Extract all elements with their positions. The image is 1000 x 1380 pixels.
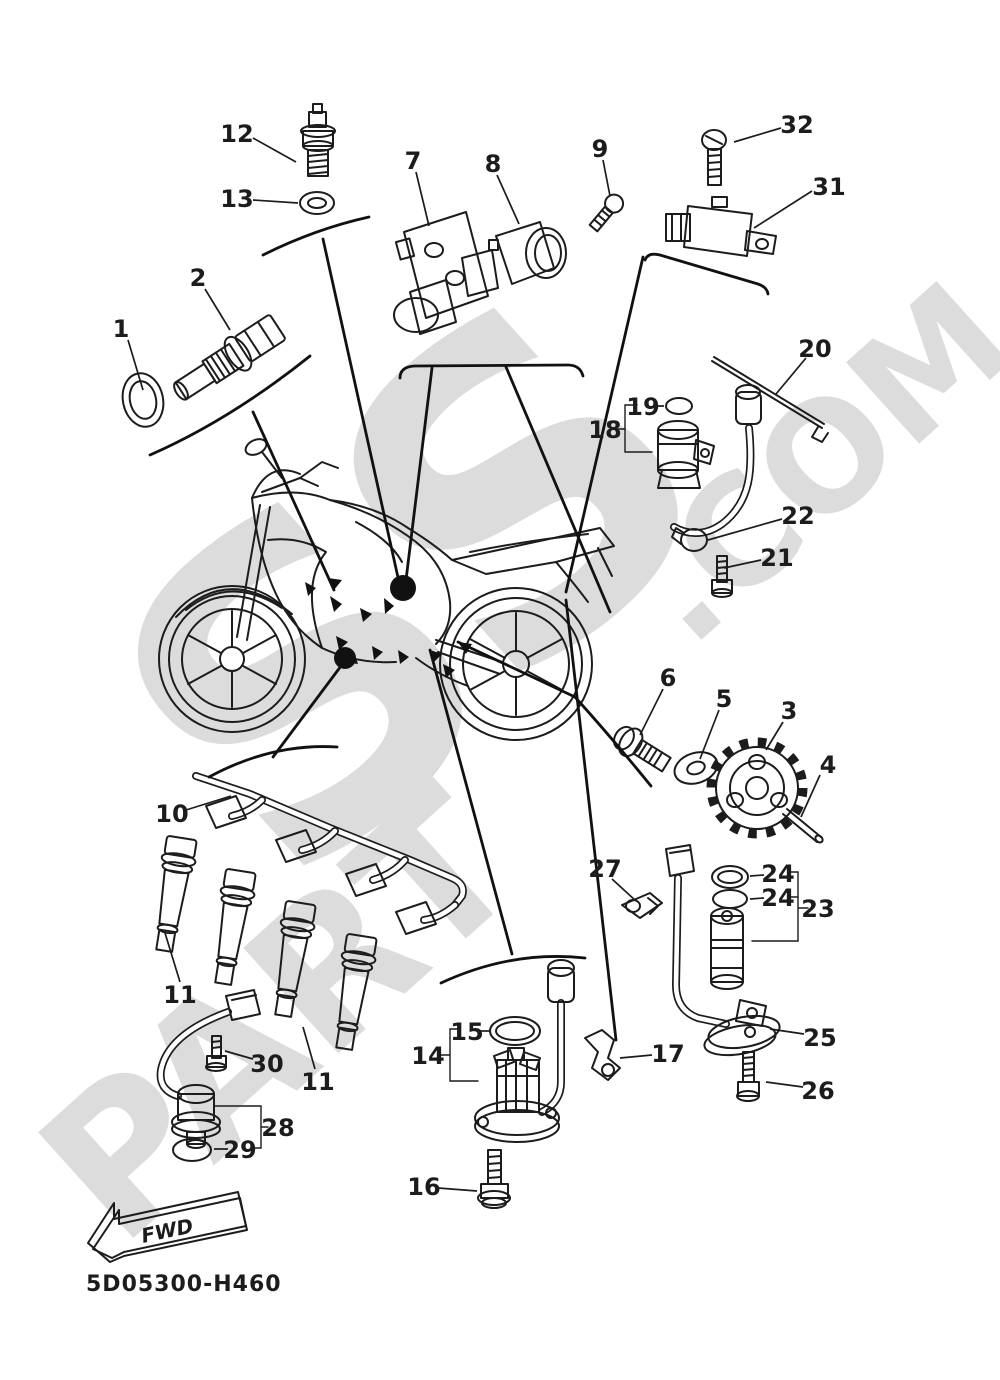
callout-leader-11 <box>302 1026 316 1070</box>
callout-leader-3 <box>765 721 784 751</box>
callout-number-21: 21 <box>760 544 793 572</box>
part-code: 5D05300-H460 <box>86 1272 282 1297</box>
fwd-marker: FWD <box>87 1191 248 1263</box>
callout-leader-31 <box>753 190 813 229</box>
callout-leader-6 <box>639 688 664 736</box>
part-13-washer <box>299 191 335 215</box>
callout-number-17: 17 <box>651 1040 684 1068</box>
callout-leader-20 <box>775 357 807 395</box>
callout-number-5: 5 <box>716 685 733 713</box>
callout-leader-24 <box>749 897 765 900</box>
callout-leader-12 <box>252 137 297 163</box>
part-12-temp-sensor <box>300 103 336 177</box>
part-24-oring-a <box>711 865 749 889</box>
part-4-pin <box>782 808 824 844</box>
callout-leader-32 <box>733 127 782 143</box>
part-26-bolt <box>736 1051 760 1102</box>
callout-leader-8 <box>496 174 520 225</box>
callout-number-2: 2 <box>190 264 207 292</box>
callout-leader-13 <box>252 199 299 204</box>
part-22-clamp <box>671 527 708 552</box>
callout-leader-1 <box>127 339 144 391</box>
callout-leader-16 <box>437 1187 478 1192</box>
callout-number-26: 26 <box>801 1077 834 1105</box>
part-17-clamp <box>584 1029 621 1081</box>
part-19-oring <box>665 397 693 415</box>
part-29-oring <box>172 1138 212 1162</box>
callout-leader-10 <box>185 795 232 811</box>
callout-number-24: 24 <box>761 860 794 888</box>
callout-number-9: 9 <box>592 135 609 163</box>
part-11-ignition-coils <box>155 835 378 1051</box>
callout-number-13: 13 <box>220 185 253 213</box>
part-23-speed-sensor-assembly <box>665 844 767 1028</box>
part-6-flange-bolt <box>613 725 672 773</box>
callout-number-28: 28 <box>261 1114 294 1142</box>
part-1-oring <box>121 372 165 428</box>
callout-number-29: 29 <box>223 1136 256 1164</box>
part-7-bracket-assembly <box>393 211 499 335</box>
part-9-screw <box>588 193 625 233</box>
part-18-switch-assembly <box>657 384 762 537</box>
callout-leader-21 <box>723 559 762 569</box>
part-15-oring <box>489 1016 541 1046</box>
callout-number-6: 6 <box>660 664 677 692</box>
callout-leader-17 <box>619 1054 653 1059</box>
callout-leader-27 <box>611 878 637 902</box>
callout-leader-11 <box>164 932 181 983</box>
part-2-coolant-sensor <box>173 314 286 401</box>
callout-leader-25 <box>769 1028 805 1035</box>
part-24-oring-b <box>712 889 748 909</box>
callout-number-8: 8 <box>485 150 502 178</box>
part-10-harness <box>192 772 467 935</box>
callout-leader-7 <box>415 171 430 227</box>
callout-leader-22 <box>707 518 783 541</box>
callout-number-3: 3 <box>781 697 798 725</box>
callout-number-24: 24 <box>761 884 794 912</box>
callout-leader-24 <box>749 874 765 877</box>
callout-number-31: 31 <box>812 173 845 201</box>
part-14-neutral-switch <box>474 959 575 1143</box>
part-21-bolt <box>711 555 733 598</box>
callout-number-32: 32 <box>780 111 813 139</box>
callout-leader-2 <box>204 288 231 331</box>
callout-number-10: 10 <box>155 800 188 828</box>
callout-number-11: 11 <box>163 981 196 1009</box>
callout-number-14: 14 <box>411 1042 444 1070</box>
leader-fan-lines <box>148 215 770 1042</box>
callout-number-15: 15 <box>450 1018 483 1046</box>
callout-number-4: 4 <box>820 751 837 779</box>
callout-number-16: 16 <box>407 1173 440 1201</box>
callout-number-22: 22 <box>781 502 814 530</box>
callout-leader-30 <box>224 1050 254 1060</box>
diagram-artwork <box>121 103 829 1209</box>
callout-leader-4 <box>800 774 821 818</box>
callout-leader-26 <box>765 1081 804 1088</box>
callout-number-23: 23 <box>801 895 834 923</box>
part-3-sprocket <box>706 737 808 839</box>
part-8-round-sensor <box>488 221 567 285</box>
part-27-clamp <box>621 892 663 919</box>
callout-number-11: 11 <box>301 1068 334 1096</box>
callout-leader-5 <box>699 709 720 760</box>
callout-leader-9 <box>602 159 611 197</box>
motorcycle-illustration <box>158 438 615 741</box>
part-30-bolt <box>205 1035 227 1072</box>
callout-number-1: 1 <box>113 315 130 343</box>
callout-number-12: 12 <box>220 120 253 148</box>
callout-number-27: 27 <box>588 855 621 883</box>
callout-brackets <box>214 404 809 1149</box>
callout-number-19: 19 <box>626 393 659 421</box>
part-16-flange-bolt <box>477 1149 511 1209</box>
callout-number-20: 20 <box>798 335 831 363</box>
part-32-screw <box>701 129 727 186</box>
callout-number-7: 7 <box>405 147 422 175</box>
callout-number-30: 30 <box>250 1050 283 1078</box>
part-31-pressure-sensor <box>665 196 777 257</box>
part-20-rod <box>711 356 829 443</box>
callout-number-18: 18 <box>588 416 621 444</box>
callout-number-25: 25 <box>803 1024 836 1052</box>
